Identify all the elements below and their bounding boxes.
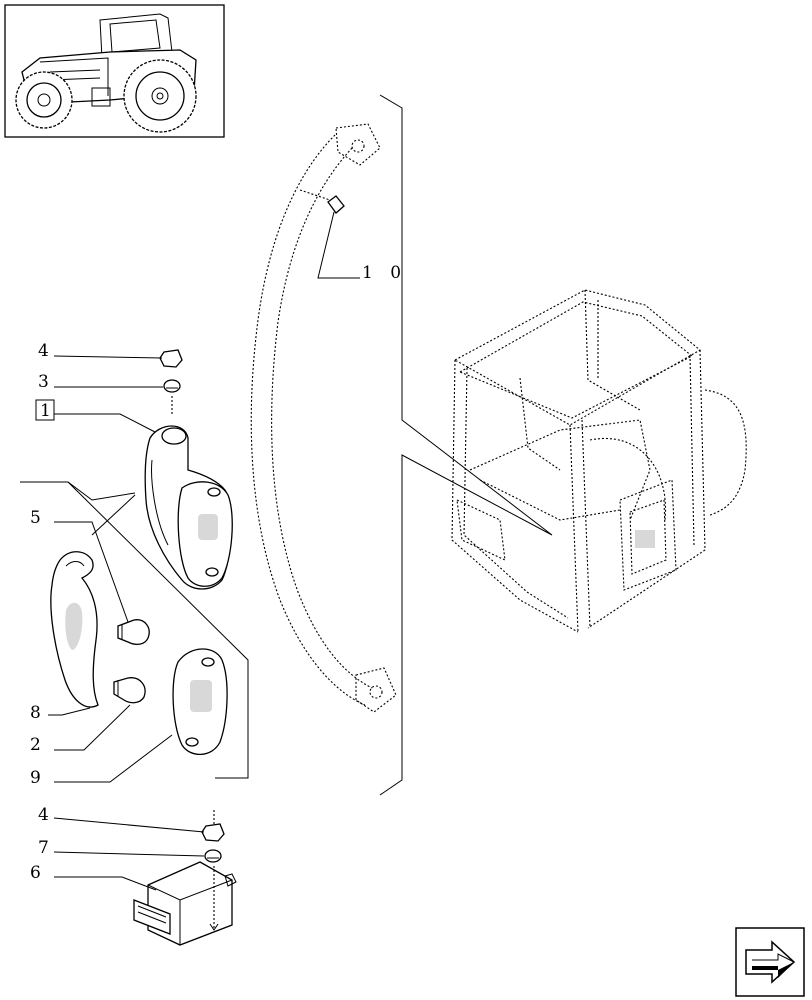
cab-frame: [451, 289, 747, 633]
explode-frame: [67, 481, 249, 779]
lamp-housing-part-8: [48, 551, 99, 716]
callout-4-bottom: 4: [38, 805, 49, 825]
lens-part-9: [54, 648, 228, 783]
explode-frame-inner: [91, 494, 136, 536]
nut-part-4-bottom: [53, 810, 225, 842]
next-page-arrow-icon: [745, 940, 796, 984]
lamp-assembly-part-1: [144, 425, 233, 590]
callout-5: 5: [30, 508, 41, 528]
callout-8: 8: [30, 703, 41, 723]
callout-2: 2: [30, 735, 41, 755]
plug-part-10: [299, 189, 360, 279]
callout-6: 6: [30, 863, 41, 883]
callout-1: 1: [40, 401, 51, 421]
grab-handle: [250, 123, 397, 713]
tractor-thumbnail: [4, 4, 225, 138]
callout-4-top: 4: [38, 341, 49, 361]
callout-1-box: 1: [35, 399, 156, 433]
leader-bracket: [379, 94, 553, 796]
leader-1: [20, 481, 136, 501]
callout-3: 3: [38, 372, 49, 392]
callout-10: 1 0: [362, 263, 407, 283]
nut-part-4-top: [53, 349, 183, 368]
callout-7: 7: [38, 838, 49, 858]
washer-part-3: [54, 379, 181, 414]
bulb-part-5: [54, 521, 150, 645]
tractor-icon: [15, 13, 197, 133]
switch-part-6: [54, 861, 237, 946]
callout-9: 9: [30, 768, 41, 788]
washer-part-7: [53, 849, 222, 863]
bulb-part-2: [54, 677, 146, 751]
next-page-arrow-button[interactable]: [735, 927, 805, 997]
